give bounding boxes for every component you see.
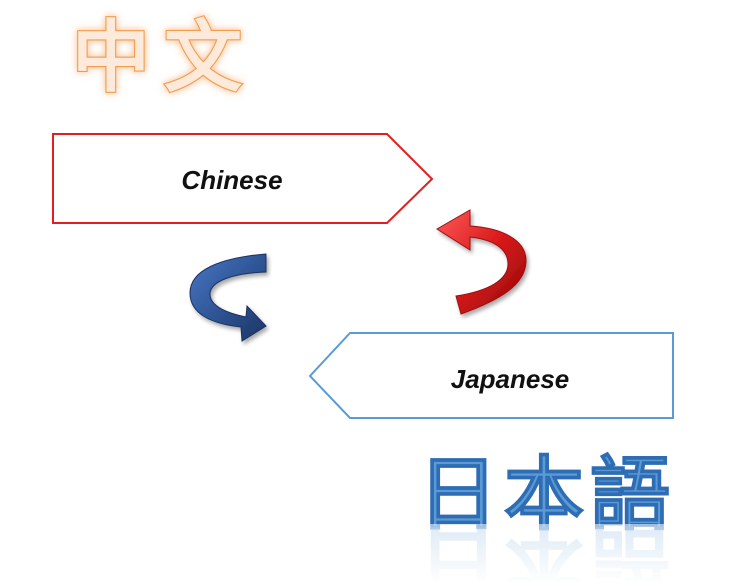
chinese-box: Chinese: [52, 133, 434, 224]
red-curved-arrow-body: [436, 209, 527, 315]
chinese-heading: 中文: [71, 12, 256, 104]
blue-curved-arrow-icon: [189, 253, 267, 342]
japanese-box-label: Japanese: [451, 364, 570, 394]
reflection-fade: [410, 524, 740, 584]
japanese-box-shape: [308, 332, 674, 419]
japanese-box: Japanese: [308, 332, 674, 419]
chinese-box-label: Chinese: [181, 165, 282, 195]
blue-curved-arrow-body: [189, 253, 267, 342]
chinese-box-shape: [52, 133, 434, 224]
chinese-heading-text: 中文: [72, 13, 256, 103]
red-curved-arrow-icon: [436, 209, 527, 315]
